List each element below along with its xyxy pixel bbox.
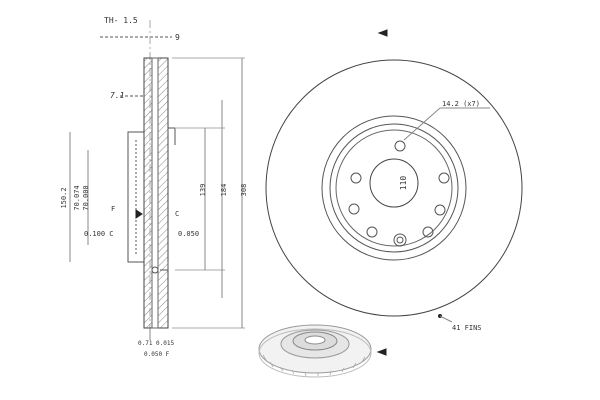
bolt-hole	[438, 172, 450, 184]
hub-diameter-label: 110	[399, 176, 408, 191]
hub-flange	[167, 127, 176, 145]
marker-arrow-top	[377, 29, 388, 37]
top-dimension-label: 9	[175, 33, 180, 42]
dia-label-139: 139	[199, 184, 207, 197]
runout-left-label: 0.100 C	[84, 230, 114, 238]
bolt-note-leader	[403, 107, 441, 141]
render-outer-edge	[258, 328, 372, 378]
datum-f-label: F	[111, 205, 115, 213]
bolt-hole	[348, 203, 360, 215]
datum-arrow	[135, 209, 143, 219]
vane-gap	[151, 57, 159, 329]
section-view	[69, 20, 245, 340]
datum-c-label: C	[175, 210, 179, 218]
bolt-note: 14.2 (x7)	[442, 100, 480, 108]
hub-radius-mark	[151, 266, 159, 274]
tolerance-line-2: 0.050 F	[144, 351, 170, 358]
locating-hole-inner	[396, 236, 404, 244]
fins-note: 41 FINS	[452, 324, 482, 332]
bolt-hole	[350, 172, 362, 184]
rotor-isometric-render	[258, 324, 372, 378]
tolerance-line-1: 0.71 0.015	[138, 340, 175, 347]
locating-hole	[393, 233, 407, 247]
fins-leader	[439, 315, 453, 323]
disc-outer	[265, 59, 523, 317]
dia-label-70074: 70.074	[73, 185, 81, 210]
center-bore	[369, 158, 419, 208]
marker-arrow-bottom	[376, 348, 387, 356]
dia-label-150: 150.2	[60, 187, 68, 208]
runout-right-label: 0.050	[178, 230, 199, 238]
hat-face	[335, 129, 453, 247]
bolt-hole	[366, 226, 378, 238]
hat-outer	[329, 123, 459, 253]
hub-flange-bottom	[160, 262, 169, 271]
dia-label-308: 308	[240, 184, 248, 197]
bolt-hole	[394, 140, 406, 152]
render-bore	[304, 335, 326, 345]
bolt-hole	[434, 204, 446, 216]
offset-note: 7.1	[110, 91, 124, 100]
render-vent-marks	[262, 354, 366, 377]
front-view	[265, 29, 523, 356]
hub-hat-outline	[127, 131, 144, 263]
thickness-note: TH- 1.5	[104, 16, 138, 25]
dia-label-184: 184	[220, 184, 228, 197]
bolt-hole	[422, 226, 434, 238]
disc-inner-ring	[321, 115, 467, 261]
dia-label-70000: 70.000	[82, 185, 90, 210]
